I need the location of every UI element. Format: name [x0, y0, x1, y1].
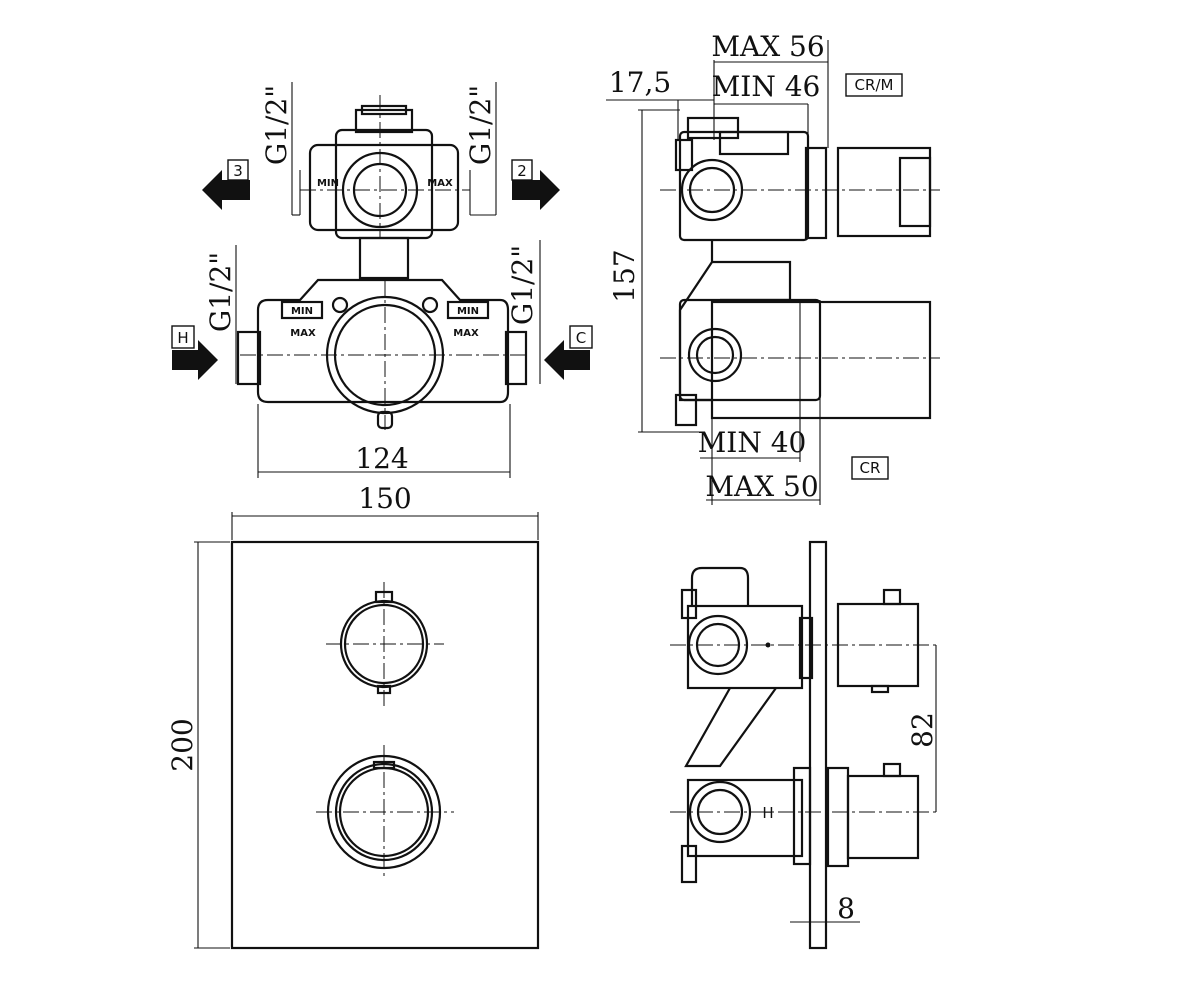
badge-cr: CR	[860, 459, 881, 477]
min-label-left: MIN	[291, 306, 313, 317]
lower-knob	[710, 300, 932, 420]
upper-lip	[718, 130, 790, 156]
dim-17-5: 17,5	[609, 66, 671, 99]
lower-lug	[674, 393, 698, 427]
port-2-label: 2	[517, 162, 527, 180]
lower-block	[686, 778, 804, 858]
port-2-box	[511, 159, 533, 181]
screw-right	[421, 296, 439, 314]
port-c-label: C	[576, 329, 586, 347]
upper-cap	[354, 108, 414, 134]
lower-ring	[826, 766, 850, 868]
upper-lug	[680, 588, 698, 620]
dim-82: 82	[906, 712, 939, 748]
port-3-label: 3	[233, 162, 243, 180]
dim-max-56: MAX 56	[711, 30, 824, 63]
dim-200: 200	[166, 718, 199, 771]
dim-150: 150	[358, 482, 411, 515]
min-tab-right	[446, 300, 490, 320]
badge-crm-box	[845, 73, 903, 97]
side-view-top	[606, 40, 940, 505]
max-label-upper-right: MAX	[427, 178, 453, 189]
upper-collar	[798, 616, 814, 680]
min-tab-left	[280, 300, 324, 320]
letter-h: H	[762, 804, 773, 822]
lower-lug	[680, 844, 698, 884]
min-label-right: MIN	[457, 306, 479, 317]
plate-outline	[230, 540, 540, 950]
lower-body	[256, 278, 510, 404]
dim-min-46: MIN 46	[712, 70, 821, 103]
dim-157: 157	[608, 249, 641, 302]
upper-lug	[674, 138, 694, 172]
upper-collar	[804, 146, 828, 240]
lower-housing	[678, 298, 822, 402]
max-label-left: MAX	[290, 328, 316, 339]
port-h-label: H	[177, 329, 188, 347]
lower-port-inner	[695, 335, 735, 375]
connector	[678, 240, 714, 402]
thread-lower-right: G1/2"	[506, 245, 539, 325]
max-label-right: MAX	[453, 328, 479, 339]
upper-hood	[690, 566, 750, 606]
lower-knob	[846, 774, 920, 860]
upper-knob-bottom	[870, 684, 890, 694]
dim-8: 8	[837, 892, 855, 925]
marker-dot	[765, 642, 771, 648]
connector	[684, 687, 777, 768]
port-c-box	[569, 325, 593, 349]
upper-block-outline	[308, 143, 460, 232]
dim-min-40: MIN 40	[698, 426, 807, 459]
port-h-box	[171, 325, 195, 349]
thread-upper-left: G1/2"	[260, 85, 293, 165]
min-label-upper-left: MIN	[317, 178, 339, 189]
plate-edge	[808, 540, 828, 950]
lower-port-outer	[687, 327, 743, 383]
front-plate	[194, 512, 540, 950]
port-3-box	[227, 159, 249, 181]
top-view	[171, 82, 593, 478]
neck	[358, 236, 410, 280]
screw-left	[331, 296, 349, 314]
upper-knob-cap	[898, 156, 932, 228]
arrow-in-h-icon	[172, 340, 218, 380]
arrow-in-c-icon	[544, 340, 590, 380]
side-view-bottom	[670, 540, 940, 950]
thread-lower-left: G1/2"	[204, 252, 237, 332]
upper-knob-top	[882, 588, 902, 606]
dim-max-50: MAX 50	[705, 470, 818, 503]
inlet-right	[504, 330, 528, 386]
lower-collar	[792, 766, 812, 866]
lower-knob-top	[882, 762, 902, 778]
dim-124: 124	[355, 442, 408, 475]
upper-knob	[836, 146, 932, 238]
upper-cap-top	[360, 104, 408, 116]
upper-cap	[686, 116, 740, 140]
badge-cr-box	[851, 456, 889, 480]
thread-upper-right: G1/2"	[464, 85, 497, 165]
inlet-left	[236, 330, 262, 386]
badge-crm: CR/M	[855, 76, 894, 94]
connector-inner	[712, 260, 792, 302]
